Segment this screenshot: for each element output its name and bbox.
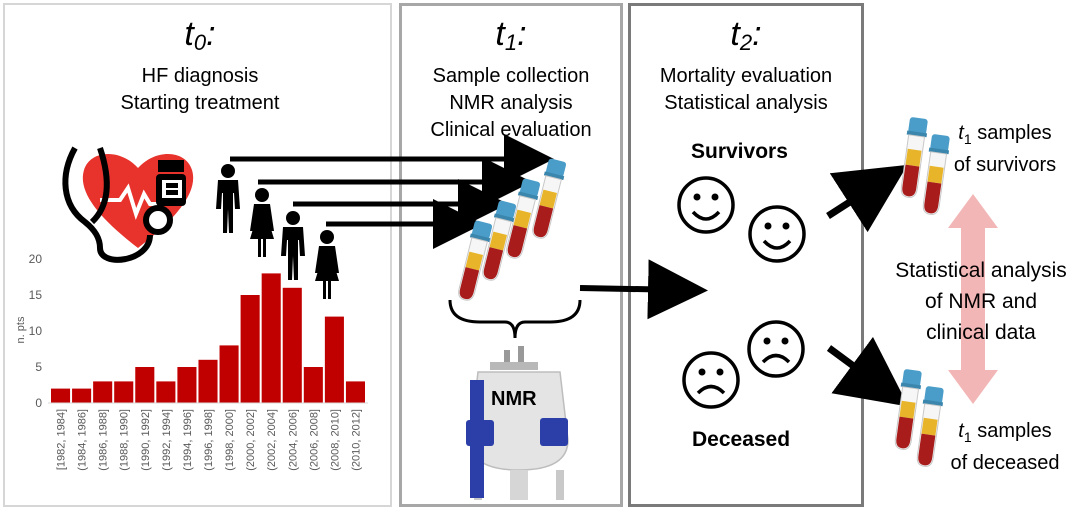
- arrow-to-mortality: [579, 259, 708, 320]
- x-tick-label: (1990, 1992]: [140, 409, 152, 471]
- panel-t2: [628, 3, 864, 507]
- x-tick-label: (2004, 2006]: [287, 409, 299, 471]
- t1-line-2: NMR analysis: [449, 92, 573, 114]
- survivor-sample-tubes-icon: [897, 116, 952, 217]
- arrow-to-survivor-samples: [826, 164, 908, 233]
- survivors-label: Survivors: [691, 140, 788, 163]
- x-tick-label: [1982, 1984]: [56, 409, 68, 470]
- bar: [282, 287, 302, 403]
- nmr-magnet-icon: [466, 346, 569, 500]
- person-woman-1-icon: [250, 188, 274, 257]
- t1-line-1: Sample collection: [432, 65, 590, 87]
- t1-label: t1:: [495, 15, 527, 55]
- x-tick-labels: [1982, 1984] (1984, 1986] (1986, 1988] (198…: [56, 409, 363, 471]
- deceased-samples-text: t1 samples of deceased: [950, 420, 1060, 474]
- bar: [198, 359, 218, 403]
- bar: [93, 381, 113, 403]
- x-tick-label: (2002, 2004]: [266, 409, 278, 471]
- x-tick-label: (1992, 1994]: [161, 409, 173, 471]
- deceased-label: Deceased: [692, 428, 791, 451]
- bar: [114, 381, 134, 403]
- t2-line-1: Mortality evaluation: [659, 65, 833, 87]
- x-tick-label: (1998, 2000]: [224, 409, 236, 471]
- deceased-sample-tubes-icon: [891, 368, 946, 469]
- x-tick-label: (1996, 1998]: [203, 409, 215, 471]
- x-tick-label: (2008, 2010]: [329, 409, 341, 471]
- x-tick-label: (2010, 2012]: [350, 409, 362, 471]
- t2-heading: t2: Mortality evaluation Statistical ana…: [629, 14, 863, 117]
- x-tick-label: (1986, 1988]: [98, 409, 110, 471]
- y-tick-label: 0: [35, 396, 42, 410]
- statistical-analysis-text: Statistical analysis of NMR and clinical…: [895, 259, 1067, 344]
- double-arrow: [948, 194, 998, 404]
- y-tick-label: 15: [29, 288, 43, 302]
- happy-face-icon-2: [748, 205, 806, 263]
- bar: [324, 316, 344, 403]
- bar: [177, 367, 197, 403]
- survivors-samples-text: t1 samples of survivors: [953, 122, 1057, 176]
- bars: [51, 273, 365, 403]
- x-tick-label: (1994, 1996]: [182, 409, 194, 471]
- y-tick-label: 10: [29, 324, 43, 338]
- bar: [240, 295, 260, 403]
- panel-t0: [3, 3, 392, 507]
- t2-line-2: Statistical analysis: [664, 92, 828, 114]
- bar: [261, 273, 281, 403]
- sample-tubes-t1-icon: [454, 157, 569, 303]
- person-man-1-icon: [216, 164, 240, 233]
- t0-label: t0:: [184, 15, 216, 55]
- t0-line-2: Starting treatment: [120, 92, 280, 114]
- x-tick-label: (1984, 1986]: [77, 409, 89, 471]
- t0-line-1: HF diagnosis: [141, 65, 259, 87]
- y-tick-label: 5: [35, 360, 42, 374]
- t2-label: t2:: [730, 15, 762, 55]
- happy-face-icon-1: [677, 176, 735, 234]
- t1-heading: t1: Sample collection NMR analysis Clini…: [400, 14, 622, 144]
- bar: [72, 388, 92, 403]
- t0-heading: t0: HF diagnosis Starting treatment: [80, 14, 320, 117]
- x-tick-label: (2006, 2008]: [308, 409, 320, 471]
- bar: [219, 345, 239, 403]
- heart-stethoscope-icon: [62, 146, 194, 263]
- bar: [345, 381, 365, 403]
- person-man-2-icon: [281, 211, 305, 280]
- x-tick-label: (1988, 1990]: [119, 409, 131, 471]
- y-axis: 0 5 10 15 20: [29, 252, 43, 410]
- arrow-to-deceased-samples: [826, 336, 909, 407]
- bar: [135, 367, 155, 403]
- sad-face-icon-2: [682, 351, 740, 409]
- y-axis-label: n. pts: [15, 316, 27, 343]
- bar: [51, 388, 71, 403]
- person-woman-2-icon: [315, 230, 339, 299]
- brace: [448, 299, 582, 339]
- panel-t1: [399, 3, 623, 507]
- sad-face-icon-1: [747, 320, 805, 378]
- bar: [303, 367, 323, 403]
- nmr-label: NMR: [491, 388, 537, 410]
- bar: [156, 381, 176, 403]
- y-tick-label: 20: [29, 252, 43, 266]
- histogram-chart: 0 5 10 15 20 [1982, 1984] (1984, 1986] (1986, …: [15, 252, 368, 471]
- x-tick-label: (2000, 2002]: [245, 409, 257, 471]
